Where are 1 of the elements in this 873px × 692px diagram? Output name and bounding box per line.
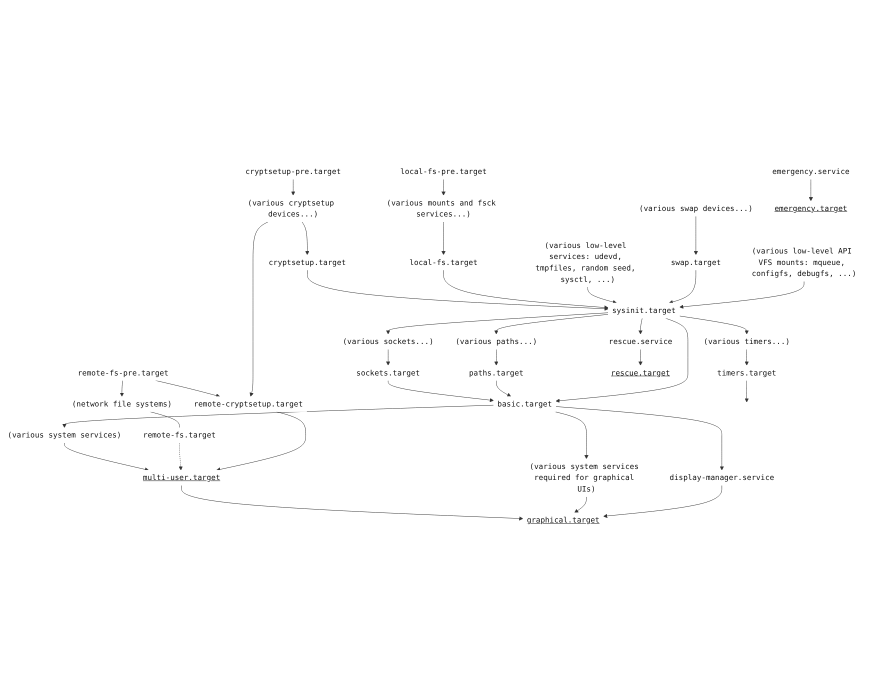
connector	[150, 411, 180, 428]
